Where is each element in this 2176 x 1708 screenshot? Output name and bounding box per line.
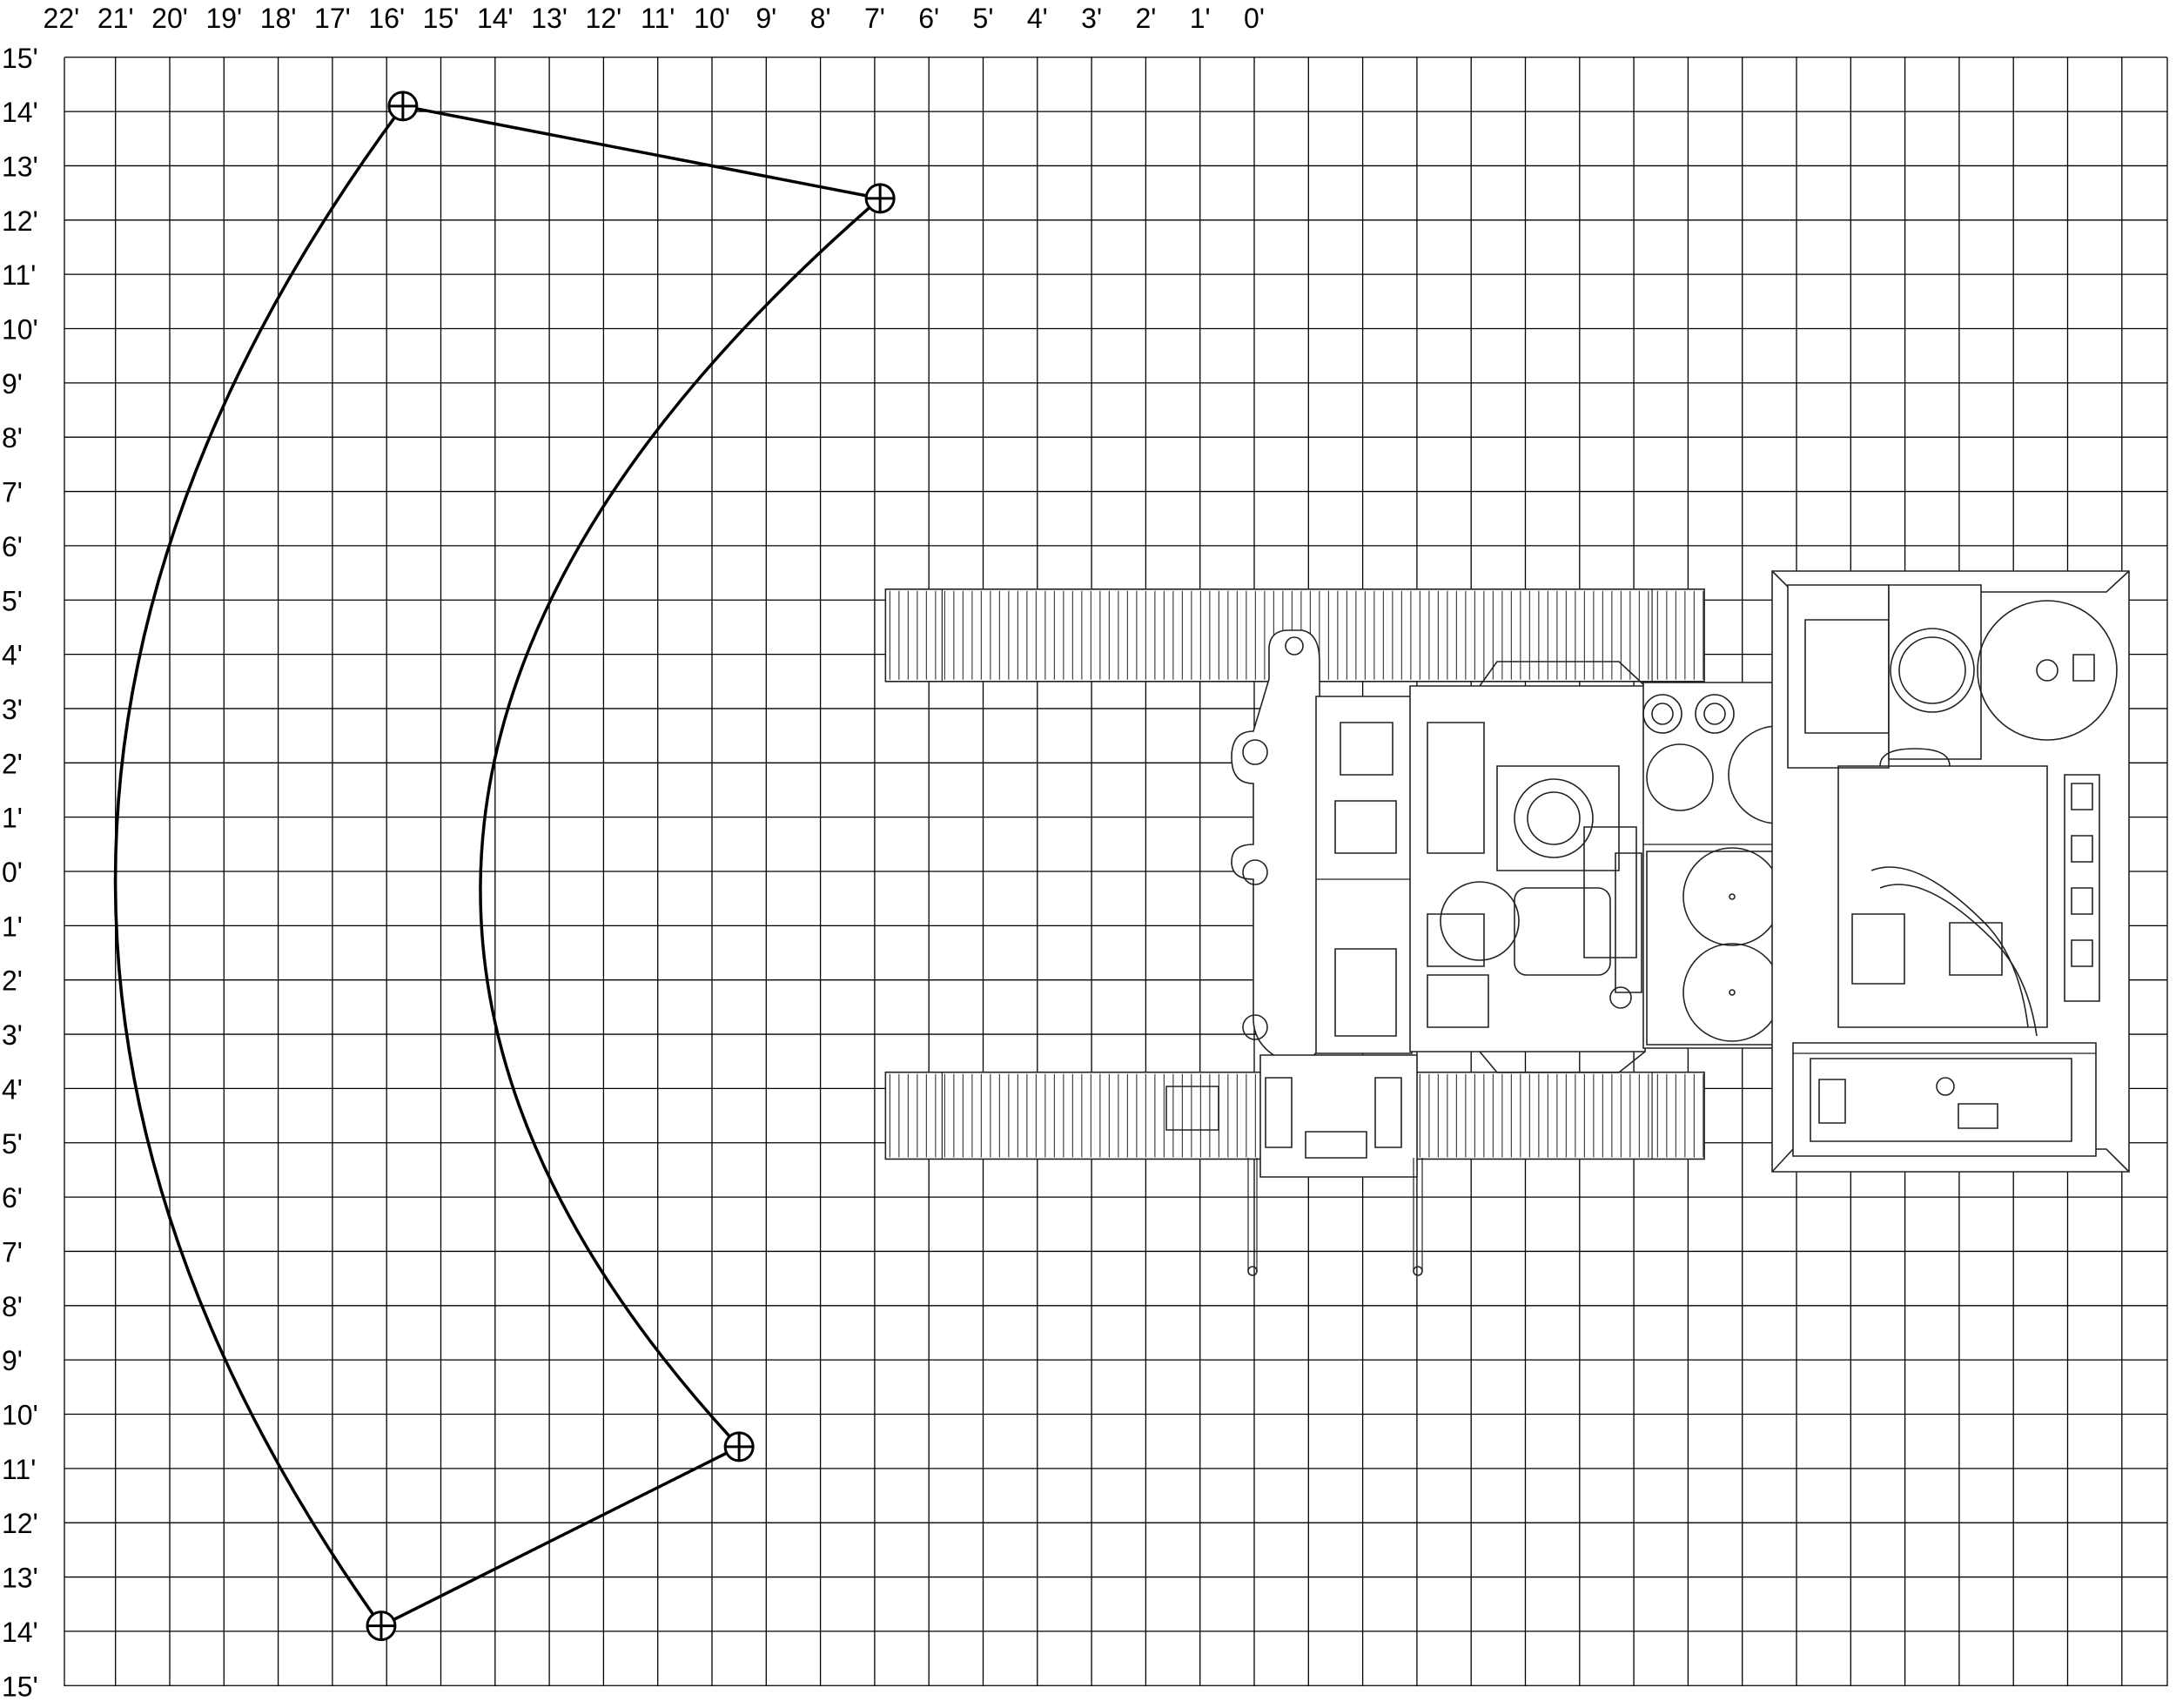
y-tick-label: 2' [2,748,23,779]
y-tick-label: 0' [2,857,23,888]
x-tick-label: 9' [756,3,776,34]
x-tick-label: 14' [477,3,514,34]
y-tick-label: 4' [2,1073,23,1105]
machine-top-view [885,571,2129,1275]
x-tick-label: 15' [423,3,460,34]
x-tick-label: 2' [1135,3,1156,34]
chassis-frame [1410,662,1645,1073]
y-tick-label: 11' [2,259,36,291]
y-tick-label: 11' [2,1454,36,1485]
y-tick-label: 7' [2,477,23,508]
x-tick-label: 18' [260,3,297,34]
pivot-markers [366,91,896,1642]
x-tick-label: 11' [641,3,675,34]
y-tick-label: 5' [2,1128,23,1160]
y-tick-label: 7' [2,1236,23,1268]
y-tick-label: 4' [2,640,23,671]
working-envelope [113,104,882,1628]
x-tick-label: 13' [531,3,568,34]
y-tick-label: 8' [2,422,23,454]
x-tick-label: 6' [918,3,939,34]
y-tick-label: 3' [2,694,23,725]
y-tick-label: 10' [2,314,38,346]
x-tick-label: 5' [973,3,994,34]
x-tick-label: 4' [1027,3,1048,34]
x-tick-label: 8' [810,3,831,34]
x-tick-label: 16' [368,3,405,34]
y-tick-label: 13' [2,1563,38,1594]
x-tick-label: 7' [864,3,885,34]
y-tick-label: 9' [2,1345,23,1376]
y-tick-label: 3' [2,1019,23,1051]
pivot-marker-lower-inner-pivot [723,1431,755,1463]
y-tick-label: 14' [2,1617,38,1648]
pivot-marker-upper-outer-pivot [387,91,419,122]
y-tick-label: 10' [2,1400,38,1431]
y-axis-labels: 15' 14' 13' 12' 11' 10' 9' 8' 7' 6' 5' 4' 3' 2' 1' 0' 1'… [2,43,38,1703]
y-tick-label: 12' [2,205,38,237]
y-tick-label: 14' [2,97,38,128]
y-tick-label: 13' [2,151,38,182]
pivot-marker-lower-outer-pivot [366,1610,397,1642]
pivot-marker-upper-inner-pivot [864,183,896,214]
x-tick-label: 21' [97,3,134,34]
x-tick-label: 22' [44,3,80,34]
y-tick-label: 1' [2,911,23,942]
x-tick-label: 17' [314,3,351,34]
x-tick-label: 19' [205,3,242,34]
y-tick-label: 1' [2,803,23,834]
x-axis-labels: 22' 21' 20' 19' 18' 17' 16' 15' 14' 13' 12' 11' 10' 9… [44,3,1265,34]
y-tick-label: 12' [2,1508,38,1539]
x-tick-label: 1' [1190,3,1211,34]
x-tick-label: 12' [586,3,622,34]
x-tick-label: 3' [1081,3,1102,34]
y-tick-label: 9' [2,368,23,400]
x-tick-label: 10' [694,3,730,34]
grid [64,57,2168,1686]
x-tick-label: 20' [151,3,188,34]
y-tick-label: 15' [2,43,38,74]
boom-mount [1232,630,1412,1059]
stabilizer-leg [1166,1055,1422,1275]
y-tick-label: 6' [2,531,23,562]
y-tick-label: 15' [2,1671,38,1702]
engine-compartment [1772,571,2129,1172]
y-tick-label: 5' [2,585,23,616]
x-tick-label: 0' [1244,3,1265,34]
y-tick-label: 6' [2,1182,23,1214]
y-tick-label: 2' [2,965,23,997]
y-tick-label: 8' [2,1291,23,1322]
